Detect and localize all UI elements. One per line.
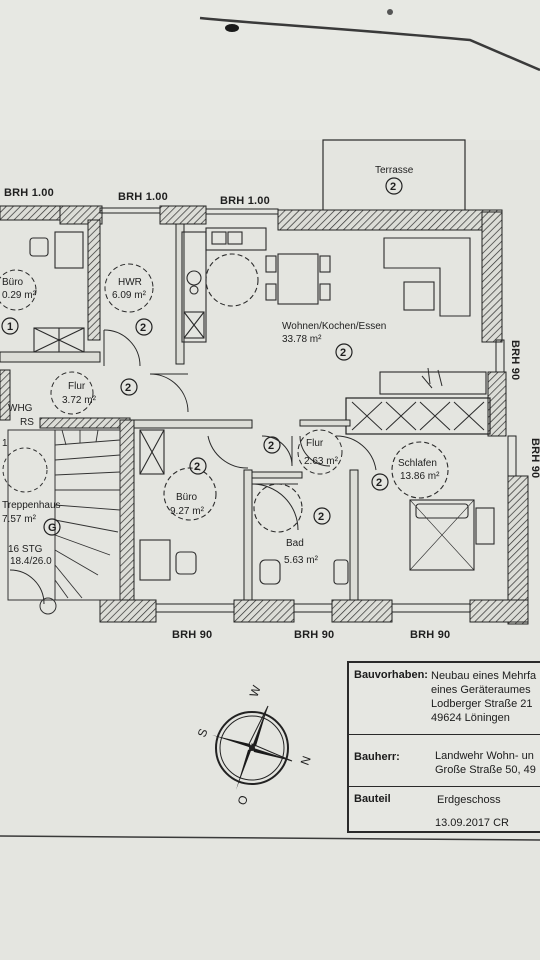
- plan-date: 13.09.2017 CR: [435, 817, 509, 829]
- flur-left-area: 3.72 m²: [62, 395, 97, 406]
- terrasse-label: Terrasse: [375, 165, 414, 176]
- bauherr-line-2: Große Straße 50, 49: [435, 764, 536, 776]
- treppenhaus-area: 7.57 m²: [2, 514, 37, 525]
- room-number-circles: [1, 177, 403, 536]
- buero-label: Büro: [176, 492, 198, 503]
- bauteil-value: Erdgeschoss: [437, 794, 501, 806]
- compass-w: W: [247, 683, 264, 699]
- flur-mid-badge: 2: [268, 440, 274, 452]
- wohnen-area: 33.78 m²: [282, 334, 322, 345]
- exterior-walls: [0, 205, 529, 625]
- brh-top-3: BRH 1.00: [220, 195, 270, 207]
- schlafen-area: 13.86 m²: [400, 471, 440, 482]
- buero-left-badge: 1: [7, 321, 13, 333]
- terrasse-outline: [322, 139, 466, 212]
- brh-bottom-3: BRH 90: [410, 629, 450, 641]
- door-arcs: [9, 329, 377, 605]
- furniture: [29, 227, 495, 585]
- hwr-area: 6.09 m²: [112, 290, 147, 301]
- bauherr-value: Landwehr Wohn- un Große Straße 50, 49: [435, 749, 536, 777]
- hwr-label: HWR: [118, 277, 142, 288]
- title-row-bauherr: Bauherr: Landwehr Wohn- un Große Straße …: [349, 735, 540, 787]
- hwr-badge: 2: [140, 322, 146, 334]
- bad-label: Bad: [286, 538, 304, 549]
- brh-bottom-1: BRH 90: [172, 629, 212, 641]
- title-row-bauteil: Bauteil Erdgeschoss 13.09.2017 CR: [349, 787, 540, 833]
- title-row-bauvorhaben: Bauvorhaben: Neubau eines Mehrfa eines G…: [349, 663, 540, 735]
- treppenhaus-badge: G: [48, 522, 57, 534]
- interior-walls: [0, 219, 491, 601]
- schlafen-badge: 2: [376, 477, 382, 489]
- stair-dim-label: 18.4/26.0: [10, 556, 52, 567]
- room-badges: [0, 263, 343, 475]
- brh-top-1: BRH 1.00: [4, 187, 54, 199]
- buero-left-label: Büro: [2, 277, 24, 288]
- brh-bottom-2: BRH 90: [294, 629, 334, 641]
- bauvorhaben-line-1: Neubau eines Mehrfa: [431, 670, 537, 682]
- bauvorhaben-value: Neubau eines Mehrfa eines Geräteraumes L…: [431, 669, 536, 725]
- bauherr-line-1: Landwehr Wohn- un: [435, 750, 534, 762]
- brh-right-1: BRH 90: [509, 340, 521, 380]
- buero-badge: 2: [194, 461, 200, 473]
- buero-left-area: 0.29 m²: [2, 290, 37, 301]
- terrasse-badge: 2: [390, 181, 396, 193]
- brh-right-2: BRH 90: [529, 438, 540, 478]
- whg-extra: 1: [2, 438, 8, 449]
- bauvorhaben-line-3: Lodberger Straße 21: [431, 698, 533, 710]
- bauvorhaben-label: Bauvorhaben:: [354, 669, 428, 681]
- bauteil-label: Bauteil: [354, 793, 391, 805]
- flur-left-label: Flur: [68, 381, 86, 392]
- bauherr-label: Bauherr:: [354, 751, 400, 763]
- title-block: Bauvorhaben: Neubau eines Mehrfa eines G…: [347, 661, 540, 833]
- whg-sub: RS: [20, 417, 34, 428]
- bauvorhaben-line-4: 49624 Löningen: [431, 712, 510, 724]
- whg-label: WHG: [8, 403, 33, 414]
- stair-steps-label: 16 STG: [8, 544, 43, 555]
- staircase: [2, 429, 121, 615]
- bad-badge: 2: [318, 511, 324, 523]
- bad-area: 5.63 m²: [284, 555, 319, 566]
- flur-left-badge: 2: [125, 382, 131, 394]
- schlafen-label: Schlafen: [398, 458, 437, 469]
- buero-area: 9.27 m²: [170, 506, 205, 517]
- treppenhaus-label: Treppenhaus: [2, 500, 61, 511]
- flur-mid-area: 2.63 m²: [304, 456, 339, 467]
- compass-o: O: [235, 793, 251, 807]
- compass-rose-icon: [212, 705, 293, 790]
- brh-top-2: BRH 1.00: [118, 191, 168, 203]
- wohnen-label: Wohnen/Kochen/Essen: [282, 321, 386, 332]
- wohnen-badge: 2: [340, 347, 346, 359]
- bauvorhaben-line-2: eines Geräteraumes: [431, 684, 531, 696]
- flur-mid-label: Flur: [306, 438, 324, 449]
